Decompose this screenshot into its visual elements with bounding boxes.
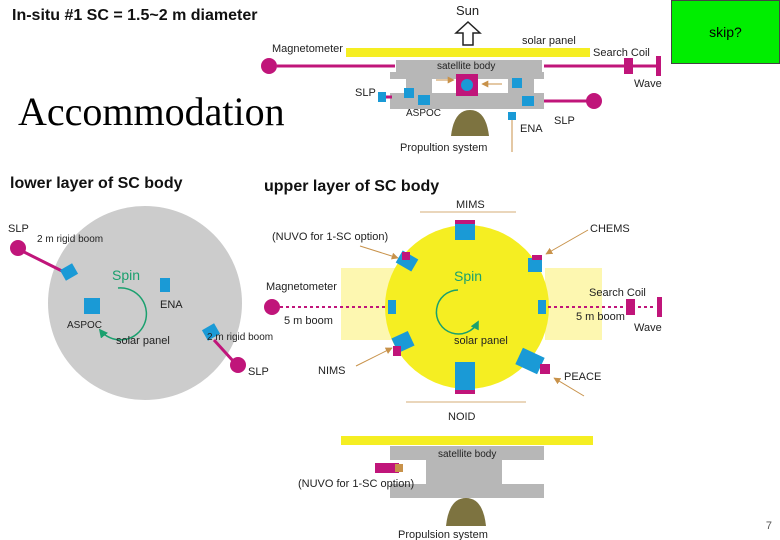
top-center-instrument-core xyxy=(461,79,473,91)
lower-header: lower layer of SC body xyxy=(10,175,183,192)
upper-noid-sensor xyxy=(455,362,475,392)
upper-spin-arrow xyxy=(435,289,479,335)
upper-body-disc xyxy=(385,225,549,389)
upper-mims-sensor-cap xyxy=(455,220,475,224)
top-search-coil-sensor xyxy=(624,58,633,74)
side-nuvo-label: (NUVO for 1-SC option) xyxy=(298,478,414,490)
lower-ena-label: ENA xyxy=(160,299,183,311)
top-instrument-c xyxy=(512,78,522,88)
lower-aspoc-sensor xyxy=(84,298,100,314)
upper-boom-right-label: 5 m boom xyxy=(576,311,625,323)
side-satellite-body-top xyxy=(390,446,544,460)
top-magnetometer-sensor xyxy=(261,58,277,74)
upper-chems-label: CHEMS xyxy=(590,223,630,235)
upper-nims-cap xyxy=(393,346,401,356)
upper-nims-arrow xyxy=(355,347,393,367)
top-slp-left-mount xyxy=(378,92,386,102)
lower-spin-arrow xyxy=(98,287,148,341)
top-header: In-situ #1 SC = 1.5~2 m diameter xyxy=(12,7,257,24)
upper-nims-label: NIMS xyxy=(318,365,346,377)
upper-boom-left-label: 5 m boom xyxy=(284,315,333,327)
lower-spin-label: Spin xyxy=(112,267,140,283)
upper-peace-label: PEACE xyxy=(564,371,601,383)
upper-header: upper layer of SC body xyxy=(264,178,439,195)
side-satellite-body-core xyxy=(426,460,502,484)
lower-slp-bottom-sensor xyxy=(230,357,246,373)
top-propulsion-nozzle xyxy=(451,110,489,136)
top-slp-left-label: SLP xyxy=(355,87,376,99)
upper-magnetometer-label: Magnetometer xyxy=(266,281,337,293)
side-satellite-body-bottom xyxy=(390,484,544,498)
upper-spin-label: Spin xyxy=(454,268,482,284)
side-satellite-body-label: satellite body xyxy=(438,449,496,460)
upper-chems-cap xyxy=(532,255,542,260)
upper-chems-arrow xyxy=(545,229,589,255)
side-solar-panel xyxy=(341,436,593,445)
upper-magnetometer-sensor xyxy=(264,299,280,315)
lower-slp-bottom-label: SLP xyxy=(248,366,269,378)
lower-aspoc-label: ASPOC xyxy=(67,320,102,331)
upper-nuvo-arrow xyxy=(359,245,399,260)
upper-mims-label: MIMS xyxy=(456,199,485,211)
upper-noid-label: NOID xyxy=(448,411,476,423)
upper-solar-panel-label: solar panel xyxy=(454,335,508,347)
upper-magnetometer-mount xyxy=(388,300,396,314)
top-solar-panel-label: solar panel xyxy=(522,35,576,47)
lower-ena-sensor xyxy=(160,278,170,292)
upper-nuvo-label: (NUVO for 1-SC option) xyxy=(272,231,388,243)
side-nuvo-sensor xyxy=(375,463,399,473)
side-propulsion-nozzle xyxy=(446,498,486,526)
upper-nuvo-cap xyxy=(402,252,410,260)
sun-arrow-icon xyxy=(454,20,482,46)
lower-boom-bottom xyxy=(212,338,236,364)
lower-slp-bottom-mount xyxy=(201,323,221,341)
upper-peace-arrow xyxy=(553,377,585,397)
top-aspoc-label: ASPOC xyxy=(406,108,441,119)
lower-solar-panel-label: solar panel xyxy=(116,335,170,347)
lower-body-disc xyxy=(48,206,242,400)
upper-search-coil-label: Search Coil xyxy=(589,287,646,299)
top-propulsion-label: Propultion system xyxy=(400,142,487,154)
upper-peace-sensor xyxy=(515,347,545,375)
top-search-coil-label: Search Coil xyxy=(593,47,650,59)
upper-panel-right xyxy=(545,268,602,340)
upper-wave-antenna xyxy=(657,297,662,317)
upper-peace-cap xyxy=(540,364,550,374)
side-nuvo-mount xyxy=(395,464,403,472)
lower-slp-top-mount xyxy=(59,263,79,281)
top-wave-label: Wave xyxy=(634,78,662,90)
top-satellite-body-top xyxy=(396,60,542,72)
upper-mims-sensor xyxy=(455,222,475,240)
top-wave-antenna xyxy=(656,56,661,76)
lower-boom-top xyxy=(23,250,67,275)
top-solar-panel xyxy=(346,48,590,57)
lower-boom-top-label: 2 m rigid boom xyxy=(37,234,103,245)
upper-search-coil-mount xyxy=(538,300,546,314)
skip-button[interactable]: skip? xyxy=(671,0,780,64)
upper-search-coil-sensor xyxy=(626,299,635,315)
upper-noid-cap xyxy=(455,390,475,394)
side-propulsion-label: Propulsion system xyxy=(398,529,488,540)
top-slp-right-sensor xyxy=(586,93,602,109)
top-instrument-a xyxy=(404,88,414,98)
top-instrument-b xyxy=(418,95,430,105)
top-slp-right-label: SLP xyxy=(554,115,575,127)
top-instrument-d xyxy=(522,96,534,106)
top-magnetometer-label: Magnetometer xyxy=(272,43,343,55)
upper-wave-label: Wave xyxy=(634,322,662,334)
top-ena-label: ENA xyxy=(520,123,543,135)
upper-nuvo-sensor xyxy=(395,250,419,272)
lower-slp-top-label: SLP xyxy=(8,223,29,235)
slide-title: Accommodation xyxy=(18,89,285,134)
page-number: 7 xyxy=(765,520,772,532)
top-ena-sensor xyxy=(508,112,516,120)
top-satellite-body-label: satellite body xyxy=(437,61,495,72)
lower-boom-bottom-label: 2 m rigid boom xyxy=(207,332,273,343)
upper-chems-sensor xyxy=(528,258,542,272)
sun-label: Sun xyxy=(456,3,479,18)
lower-slp-top-sensor xyxy=(10,240,26,256)
